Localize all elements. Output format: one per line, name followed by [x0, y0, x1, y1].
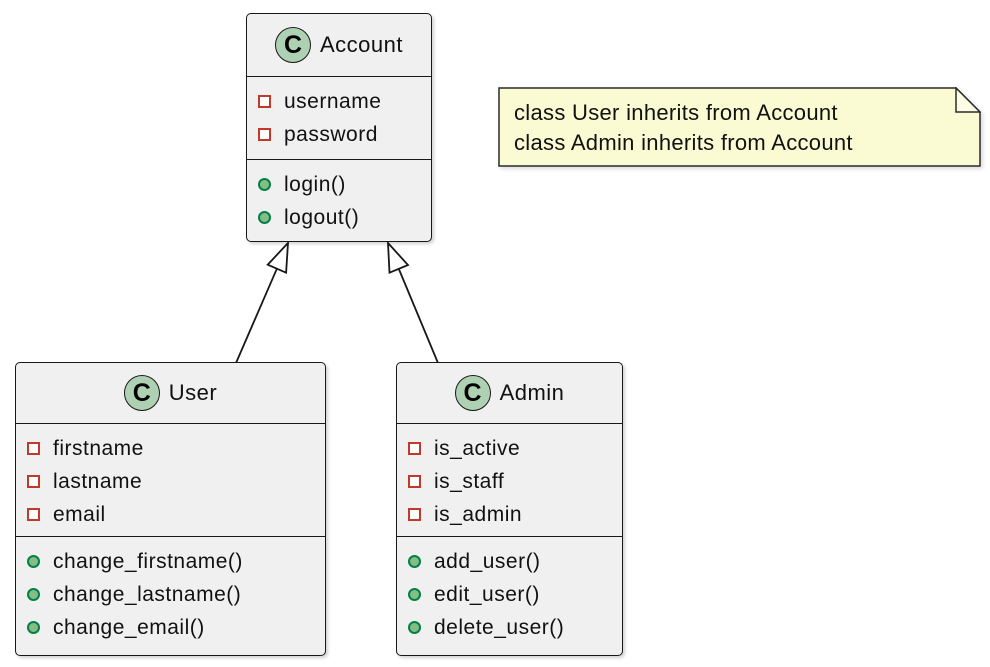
attribute-row: is_admin — [408, 498, 611, 531]
method-label: delete_user() — [434, 615, 565, 639]
method-label: login() — [284, 172, 346, 196]
attribute-row: is_active — [408, 432, 611, 465]
class-icon: C — [275, 27, 311, 63]
inheritance-arrow-user-to-account — [235, 240, 290, 364]
methods-section: change_firstname() change_lastname() cha… — [16, 536, 325, 655]
private-field-icon — [408, 508, 421, 521]
class-box-account: C Account username password login() logo… — [246, 13, 432, 242]
method-label: change_email() — [53, 615, 205, 639]
public-method-icon — [27, 588, 40, 601]
attribute-row: email — [27, 498, 314, 531]
method-label: change_lastname() — [53, 582, 242, 606]
attribute-label: lastname — [53, 469, 143, 493]
method-label: change_firstname() — [53, 549, 243, 573]
method-row: logout() — [258, 201, 420, 234]
private-field-icon — [27, 508, 40, 521]
private-field-icon — [408, 442, 421, 455]
private-field-icon — [258, 95, 271, 108]
note-text: class User inherits from Account class A… — [514, 98, 853, 158]
class-icon: C — [123, 375, 160, 411]
inheritance-arrow-admin-to-account — [386, 240, 439, 364]
class-box-admin: C Admin is_active is_staff is_admin add_… — [396, 362, 623, 656]
class-header: C User — [16, 363, 325, 423]
note-shape — [498, 87, 981, 167]
method-row: add_user() — [408, 545, 611, 578]
attribute-row: lastname — [27, 465, 314, 498]
public-method-icon — [408, 621, 421, 634]
attributes-section: is_active is_staff is_admin — [397, 423, 622, 536]
class-header: C Account — [247, 14, 431, 76]
attribute-row: firstname — [27, 432, 314, 465]
class-header: C Admin — [397, 363, 622, 423]
attribute-label: password — [284, 122, 378, 146]
note-line: class Admin inherits from Account — [514, 130, 853, 155]
methods-section: add_user() edit_user() delete_user() — [397, 536, 622, 655]
attributes-section: firstname lastname email — [16, 423, 325, 536]
note-line: class User inherits from Account — [514, 100, 838, 125]
method-row: change_firstname() — [27, 545, 314, 578]
public-method-icon — [258, 178, 271, 191]
method-row: change_lastname() — [27, 578, 314, 611]
class-box-user: C User firstname lastname email change_f… — [15, 362, 326, 656]
method-label: logout() — [284, 205, 360, 229]
method-label: add_user() — [434, 549, 541, 573]
attribute-row: is_staff — [408, 465, 611, 498]
attribute-label: email — [53, 502, 106, 526]
attribute-label: username — [284, 89, 382, 113]
method-row: change_email() — [27, 611, 314, 644]
private-field-icon — [27, 442, 40, 455]
method-row: delete_user() — [408, 611, 611, 644]
attribute-label: is_active — [434, 436, 521, 460]
note: class User inherits from Account class A… — [498, 87, 981, 167]
attribute-label: is_admin — [434, 502, 523, 526]
attribute-label: firstname — [53, 436, 144, 460]
attributes-section: username password — [247, 76, 431, 159]
attribute-row: password — [258, 118, 420, 151]
public-method-icon — [27, 621, 40, 634]
note-fold-icon — [955, 87, 981, 113]
methods-section: login() logout() — [247, 159, 431, 243]
public-method-icon — [408, 588, 421, 601]
private-field-icon — [27, 475, 40, 488]
attribute-row: username — [258, 85, 420, 118]
method-row: login() — [258, 168, 420, 201]
public-method-icon — [408, 555, 421, 568]
class-name: User — [168, 380, 218, 405]
attribute-label: is_staff — [434, 469, 505, 493]
method-label: edit_user() — [434, 582, 540, 606]
public-method-icon — [258, 211, 271, 224]
private-field-icon — [258, 128, 271, 141]
class-name: Account — [320, 32, 403, 57]
class-name: Admin — [499, 380, 565, 405]
private-field-icon — [408, 475, 421, 488]
public-method-icon — [27, 555, 40, 568]
method-row: edit_user() — [408, 578, 611, 611]
class-icon: C — [454, 375, 491, 411]
